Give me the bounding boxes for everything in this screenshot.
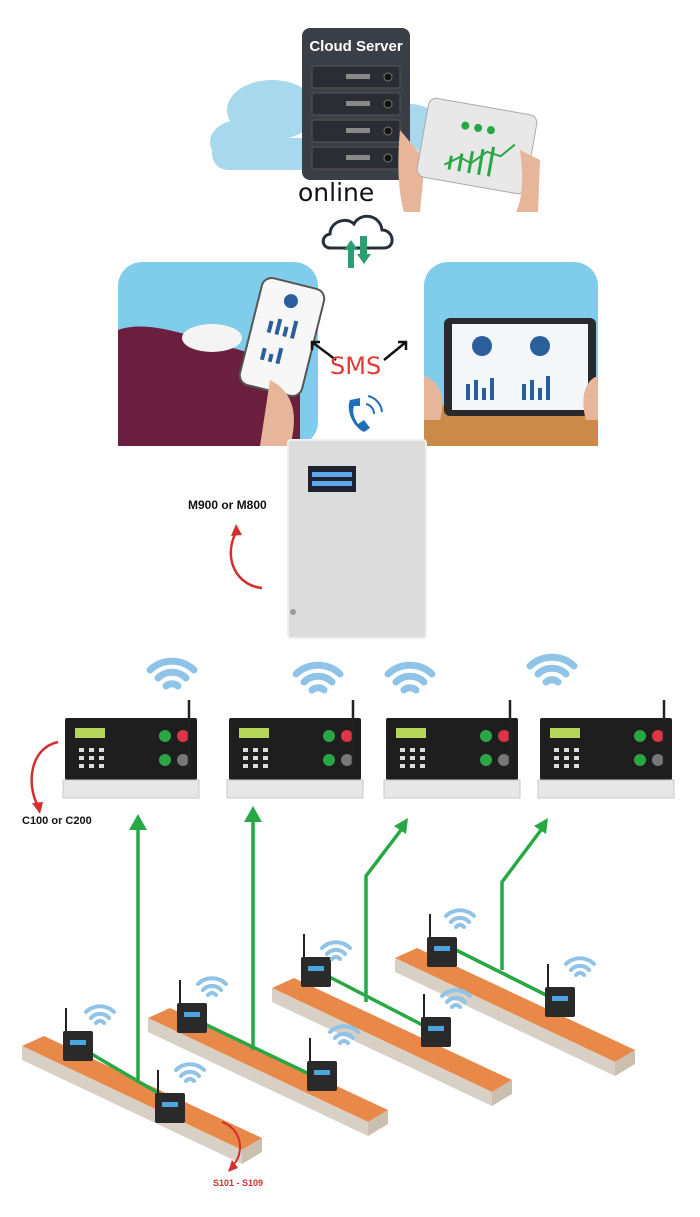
online-label: online <box>298 178 375 207</box>
wifi-signal-icon <box>150 661 194 686</box>
controller-label: C100 or C200 <box>22 815 92 827</box>
master-unit-label: M900 or M800 <box>188 498 267 512</box>
tablet-dashboard-icon <box>398 97 540 212</box>
arrowheads <box>129 806 548 834</box>
phone-call-icon <box>348 395 383 432</box>
server-icon <box>302 28 410 180</box>
sms-label: SMS <box>330 352 382 380</box>
smartphone-panel <box>118 262 326 446</box>
sensor-curved-arrow <box>221 1121 242 1167</box>
sensor-unit <box>154 1069 186 1124</box>
wifi-signal-icon <box>388 665 432 690</box>
cloud-sync-icon <box>321 214 394 268</box>
controller-unit <box>225 698 365 800</box>
controller-unit <box>61 698 201 800</box>
controller-unit <box>382 698 522 800</box>
wifi-signal-icon <box>296 665 340 690</box>
sensor-unit <box>544 963 576 1018</box>
tablet-panel <box>424 262 598 446</box>
wifi-signal-icon <box>530 657 574 682</box>
controller-curved-arrow <box>30 740 59 807</box>
sensor-unit <box>306 1037 338 1092</box>
sensor-unit <box>62 1007 94 1062</box>
master-unit-cabinet <box>287 439 427 639</box>
server-title: Cloud Server <box>309 38 403 55</box>
master-curved-arrow <box>229 531 263 590</box>
sms-broadcast-arrows <box>310 340 408 361</box>
sensor-unit <box>300 933 332 988</box>
sensor-label: S101 - S109 <box>213 1178 264 1188</box>
controller-unit <box>536 698 676 800</box>
wireless-link-arrows <box>77 822 561 1102</box>
